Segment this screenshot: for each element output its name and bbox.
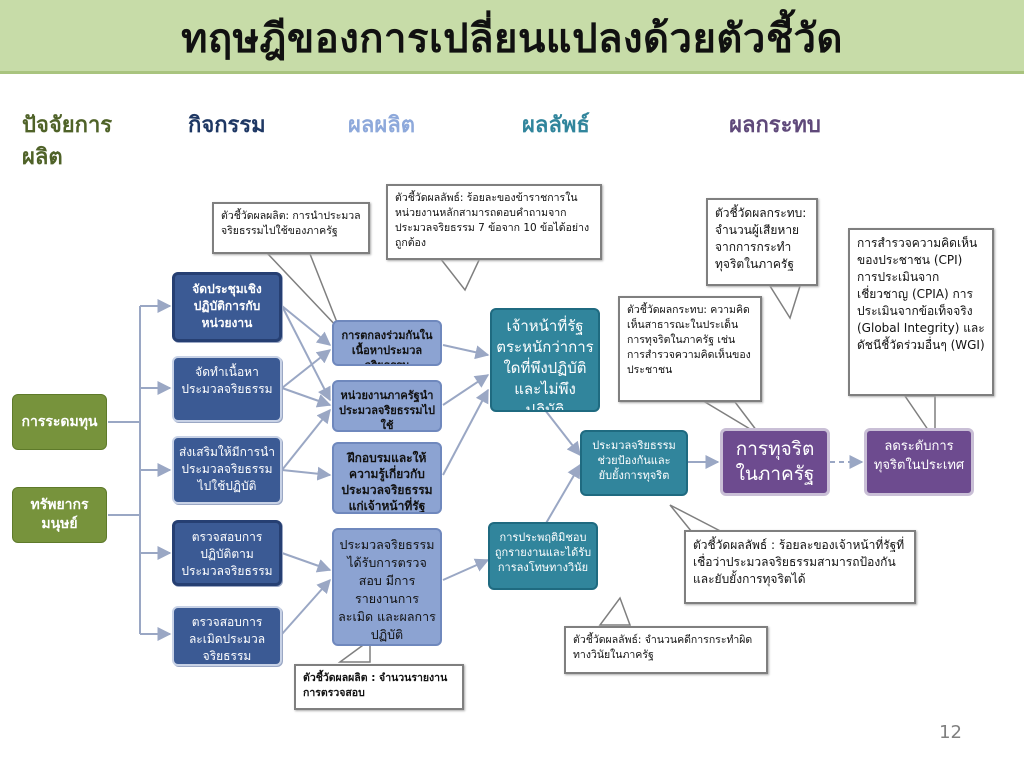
activity-content: จัดทำเนื้อหาประมวลจริยธรรม	[172, 356, 282, 422]
callout-impact-indicator-2: ตัวชี้วัดผลกระทบ: ความคิดเห็นสาธารณะในปร…	[618, 296, 762, 402]
header-inputs: ปัจจัยการผลิต	[22, 113, 113, 170]
callout-impact-indicator-1: ตัวชี้วัดผลกระทบ: จำนวนผู้เสียหายจากการก…	[706, 198, 818, 286]
page-number: 12	[939, 722, 962, 743]
callout-output-indicator-2: ตัวชี้วัดผลผลิต : จำนวนรายงานการตรวจสอบ	[294, 664, 464, 710]
header-outputs: ผลผลิต	[348, 113, 416, 138]
output-audited: ประมวลจริยธรรมได้รับการตรวจสอบ มีการรายง…	[332, 528, 442, 646]
header-impact: ผลกระทบ	[729, 113, 821, 138]
slide-title: ทฤษฎีของการเปลี่ยนแปลงด้วยตัวชี้วัด	[181, 16, 843, 62]
header-activities: กิจกรรม	[188, 113, 266, 138]
callout-outcome-indicator-1: ตัวชี้วัดผลลัพธ์: ร้อยละของข้าราชการในหน…	[386, 184, 602, 260]
outcome-prevention: ประมวลจริยธรรมช่วยป้องกันและยับยั้งการทุ…	[580, 430, 688, 496]
outcome-misconduct: การประพฤติมิชอบถูกรายงานและได้รับการลงโท…	[488, 522, 598, 590]
impact-reduce: ลดระดับการทุจริตในประเทศ	[864, 428, 974, 496]
input-capital: การระดมทุน	[12, 394, 107, 450]
callout-outcome-indicator-2: ตัวชี้วัดผลลัพธ์ : ร้อยละของเจ้าหน้าที่ร…	[684, 530, 916, 604]
activity-workshop: จัดประชุมเชิงปฏิบัติการกับหน่วยงาน	[172, 272, 282, 342]
title-bar	[0, 0, 1024, 74]
activity-audit: ตรวจสอบการปฏิบัติตามประมวลจริยธรรม	[172, 520, 282, 586]
output-agencies: หน่วยงานภาครัฐนำประมวลจริยธรรมไปใช้	[332, 380, 442, 432]
activity-promote: ส่งเสริมให้มีการนำประมวลจริยธรรมไปใช้ปฏิ…	[172, 436, 282, 504]
callout-surveys: การสำรวจความคิดเห็นของประชาชน (CPI) การป…	[848, 228, 994, 396]
output-agreement: การตกลงร่วมกันในเนื้อหาประมวลจริยธรรม Mi…	[332, 320, 442, 366]
activity-violation: ตรวจสอบการละเมิดประมวลจริยธรรม	[172, 606, 282, 666]
callout-output-indicator-1: ตัวชี้วัดผลผลิต: การนำประมวลจริยธรรมไปใช…	[212, 202, 370, 254]
header-outcomes: ผลลัพธ์	[522, 113, 590, 138]
callout-outcome-indicator-3: ตัวชี้วัดผลลัพธ์: จำนวนคดีการกระทำผิดทาง…	[564, 626, 768, 674]
outcome-awareness: เจ้าหน้าที่รัฐตระหนักว่าการใดที่พึงปฏิบั…	[490, 308, 600, 412]
output-training: ฝึกอบรมและให้ความรู้เกี่ยวกับประมวลจริยธ…	[332, 442, 442, 514]
input-human-resources: ทรัพยากรมนุษย์	[12, 487, 107, 543]
impact-corruption: การทุจริตในภาครัฐ	[720, 428, 830, 496]
